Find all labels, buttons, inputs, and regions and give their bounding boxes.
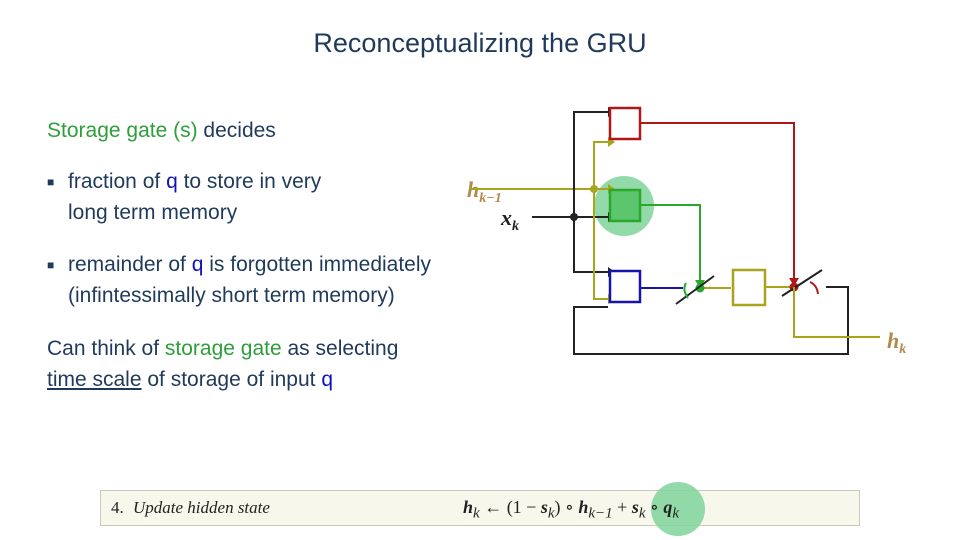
storage-switch-arc <box>683 282 689 299</box>
bullet-fraction: fraction of q to store in very long term… <box>68 166 321 228</box>
q-term: q <box>321 368 334 391</box>
heading-rest: decides <box>197 119 276 142</box>
storage-gate-term: Storage gate (s) <box>47 119 198 142</box>
storage-gate-box <box>608 188 642 223</box>
bullet-remainder-part2: is forgotten immediately <box>203 253 432 276</box>
storage-gate-output-line <box>640 204 701 282</box>
summary-part2: as selecting <box>281 337 399 360</box>
page-title: Reconceptualizing the GRU <box>313 28 647 58</box>
summary-part3: of storage of input <box>141 368 322 391</box>
formula-step: 4. <box>111 498 124 517</box>
bullet-remainder-part1: remainder of <box>68 253 192 276</box>
time-scale-term: time scale <box>47 368 142 391</box>
h-bus-to-red-gate <box>593 141 608 189</box>
q-term: q <box>166 170 178 193</box>
bullet-marker: ■ <box>47 175 55 189</box>
candidate-q-box <box>608 269 642 304</box>
q-term: q <box>191 253 204 276</box>
formula-label: Update hidden state <box>133 498 270 517</box>
output-hk-line <box>793 287 880 338</box>
bullet-fraction-line2: long term memory <box>68 201 238 224</box>
feedback-loop-line <box>573 306 849 355</box>
bullet-remainder: remainder of q is forgotten immediately … <box>68 249 431 311</box>
output-line <box>826 286 849 344</box>
input-h-label: hk−1 <box>467 177 502 206</box>
storage-gate-heading: Storage gate (s) decides <box>47 115 276 146</box>
h-bus-to-blue-box <box>593 189 608 300</box>
input-x-label: xk <box>500 205 519 234</box>
red-gate-output-line <box>640 122 795 280</box>
bullet-remainder-line2: (infintessimally short term memory) <box>68 284 395 307</box>
red-gate-box <box>608 106 642 141</box>
bullet-fraction-part1: fraction of <box>68 170 167 193</box>
summary-text: Can think of storage gate as selecting t… <box>47 333 398 395</box>
x-bus-to-red-gate <box>573 111 608 217</box>
bullet-fraction-part2: to store in very <box>177 170 322 193</box>
bullet-marker: ■ <box>47 258 55 272</box>
storage-gate-term: storage gate <box>164 337 282 360</box>
output-h-label: hk <box>887 328 906 357</box>
memory-cell-box <box>731 268 767 307</box>
reset-switch-arc <box>809 281 819 295</box>
formula-highlight <box>651 482 705 536</box>
storage-switch-blade <box>675 275 715 305</box>
reset-switch-blade <box>781 269 823 297</box>
update-equation: hk ← (1 − sk) ∘ hk−1 + sk ∘ qk <box>463 497 679 522</box>
arrow-icon <box>789 278 799 286</box>
summary-part1: Can think of <box>47 337 165 360</box>
x-bus-to-blue-box <box>573 217 608 273</box>
update-formula-box: 4. Update hidden state hk ← (1 − sk) ∘ h… <box>100 482 860 536</box>
